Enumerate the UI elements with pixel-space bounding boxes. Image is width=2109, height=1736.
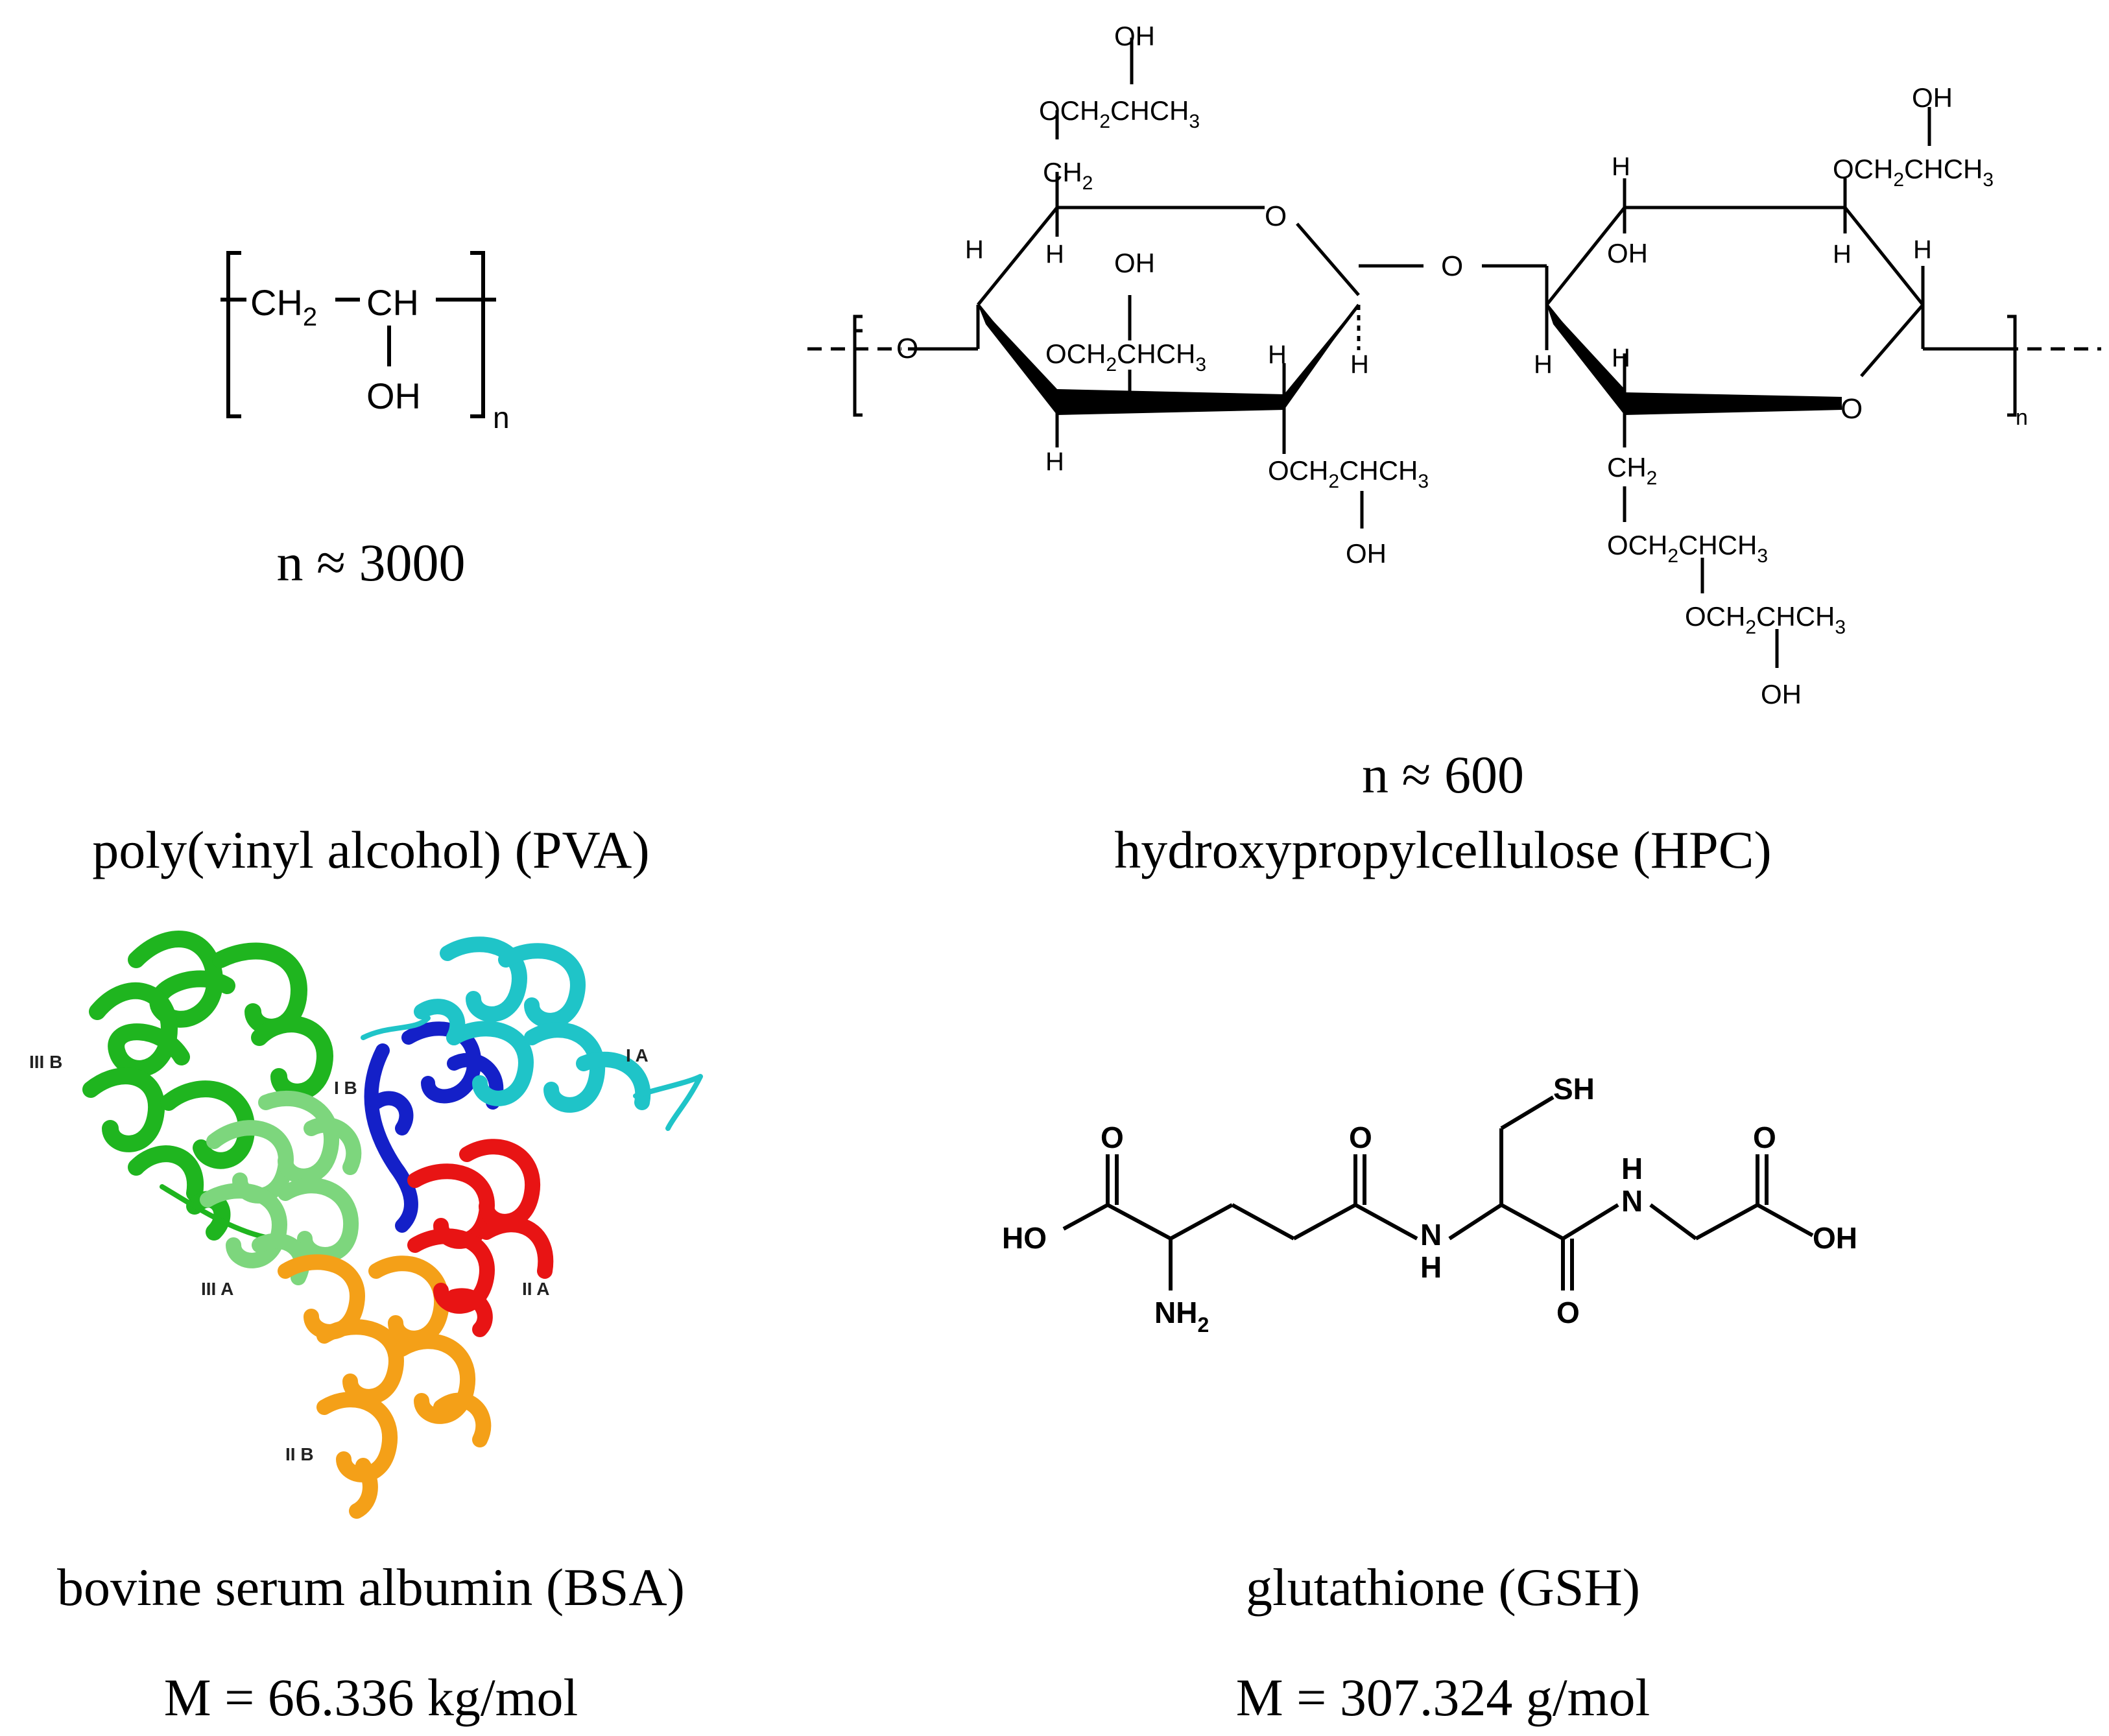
gsh-o-4: O (1556, 1296, 1580, 1329)
hpc-h-6: H (1612, 152, 1630, 181)
hpc-oh-ring1: OH (1114, 248, 1155, 278)
gsh-o-2: O (1349, 1121, 1372, 1154)
hpc-h-3: H (1268, 340, 1287, 369)
hpc-ch2-1: CH2 (1043, 157, 1093, 194)
bsa-domain-IIIA (200, 1090, 362, 1285)
bsa-label-IIB: II B (285, 1444, 314, 1464)
gsh-o-1: O (1101, 1121, 1124, 1154)
pva-ch2-label: CH2 (250, 282, 317, 331)
hpc-oh-top-2: OH (1912, 82, 1953, 113)
bsa-domain-IB (364, 1021, 504, 1233)
gsh-name: glutathione (GSH) (1246, 1558, 1640, 1617)
bsa-protein-ribbon (82, 931, 703, 1519)
hpc-och2chch3-ring1: OCH2CHCH3 (1045, 339, 1206, 375)
bsa-label-IB: I B (334, 1078, 357, 1098)
gsh-n-2: N (1621, 1184, 1643, 1218)
pva-n-value: n ≈ 3000 (276, 533, 465, 592)
bsa-mass: M = 66.336 kg/mol (164, 1668, 578, 1727)
pva-structure (220, 251, 496, 418)
hpc-o-left: O (896, 333, 918, 364)
hpc-h-4: H (1350, 350, 1369, 379)
gsh-sh: SH (1553, 1072, 1595, 1106)
hpc-n-value: n ≈ 600 (1362, 745, 1524, 804)
hpc-och2chch3-top-1: OCH2CHCH3 (1039, 95, 1200, 132)
hpc-oh-ring1-bottom: OH (1346, 538, 1387, 569)
pva-left-bracket (226, 251, 241, 418)
gsh-oh: OH (1813, 1221, 1857, 1255)
gsh-o-3: O (1753, 1121, 1776, 1154)
hpc-oh-ring2: OH (1607, 238, 1648, 268)
pva-oh-label: OH (366, 375, 421, 416)
bsa-name: bovine serum albumin (BSA) (57, 1558, 685, 1617)
bsa-domain-IIB (278, 1254, 492, 1519)
bsa-domain-IIA (407, 1139, 554, 1337)
hpc-h-2: H (1045, 240, 1064, 268)
hpc-och2chch3-ring2-a: OCH2CHCH3 (1607, 530, 1768, 567)
gsh-mass: M = 307.324 g/mol (1236, 1668, 1650, 1727)
gsh-h-2: H (1621, 1152, 1643, 1185)
hpc-ring2-o: O (1841, 393, 1863, 425)
hpc-h-5: H (1045, 447, 1064, 476)
bsa-label-IIIB: III B (29, 1052, 62, 1072)
hpc-h-7: H (1833, 240, 1852, 268)
bsa-label-IIA: II A (522, 1279, 550, 1299)
hpc-structure (807, 38, 2101, 668)
gsh-structure (1062, 1095, 1814, 1290)
pva-right-bracket (470, 251, 485, 418)
gsh-h-1: H (1420, 1250, 1442, 1284)
hpc-och2chch3-ring1-bottom: OCH2CHCH3 (1268, 455, 1429, 492)
pva-name: poly(vinyl alcohol) (PVA) (92, 820, 649, 879)
hpc-h-10: H (1612, 344, 1630, 372)
hpc-labels: OH OCH2CHCH3 CH2 O H H OH O OCH2CHCH3 H … (896, 21, 2028, 709)
hpc-h-8: H (1913, 235, 1932, 264)
bsa-domain-IA (414, 936, 651, 1113)
gsh-n-1: N (1420, 1218, 1442, 1252)
hpc-och2chch3-ring2-b: OCH2CHCH3 (1685, 601, 1846, 638)
pva-subscript-n: n (493, 401, 510, 434)
hpc-subscript-n: n (2016, 405, 2028, 430)
hpc-name: hydroxypropylcellulose (HPC) (1114, 820, 1771, 879)
bsa-label-IIIA: III A (201, 1279, 233, 1299)
pva-labels: CH2 CH OH n (250, 282, 510, 434)
hpc-h-1: H (965, 235, 984, 264)
hpc-h-9: H (1534, 350, 1553, 379)
gsh-ho: HO (1002, 1221, 1047, 1255)
bsa-label-IA: I A (626, 1045, 649, 1065)
pva-ch-label: CH (366, 282, 419, 323)
hpc-ring-front-edges (978, 305, 1842, 415)
hpc-oh-bottom: OH (1761, 679, 1802, 709)
hpc-ch2-2: CH2 (1607, 452, 1657, 489)
bsa-domain-labels: III B I B I A III A II A II B (29, 1045, 649, 1464)
hpc-och2chch3-top-2: OCH2CHCH3 (1833, 154, 1994, 191)
hpc-o-bridge: O (1441, 250, 1463, 282)
hpc-oh-top-1: OH (1114, 21, 1155, 51)
gsh-nh2: NH2 (1154, 1296, 1209, 1337)
hpc-ring1-o: O (1265, 200, 1287, 232)
gsh-labels: SH O O O HO N H H N OH O NH2 (1002, 1072, 1857, 1337)
